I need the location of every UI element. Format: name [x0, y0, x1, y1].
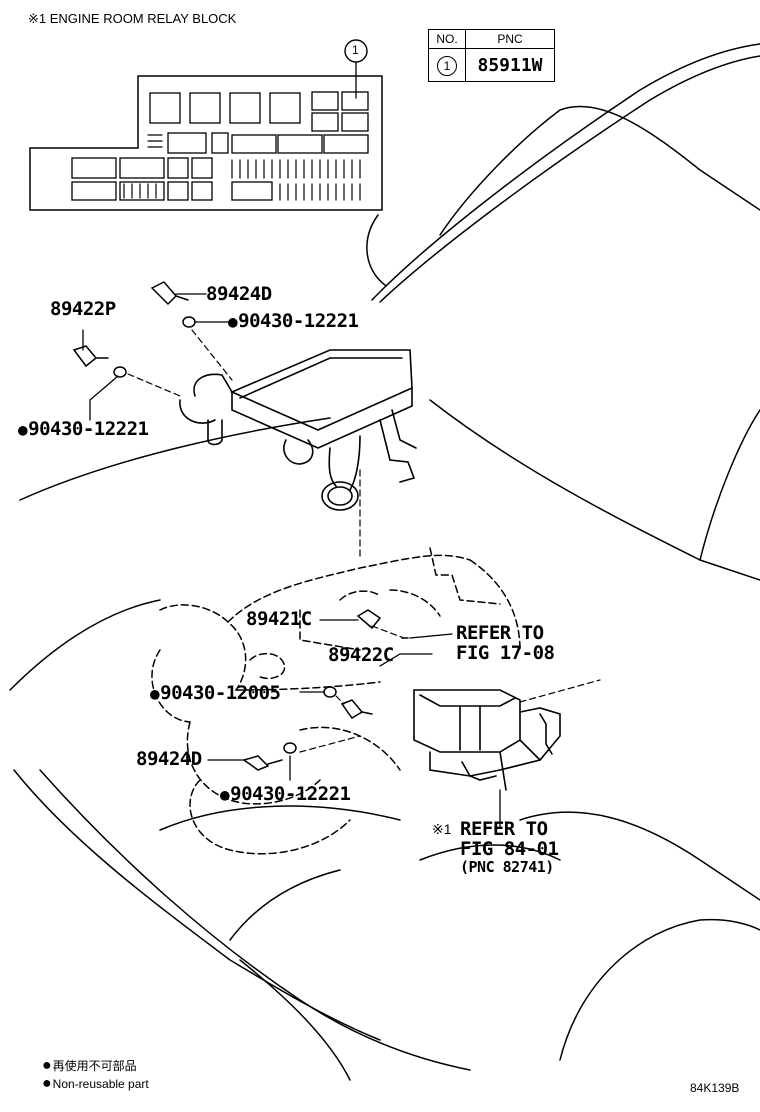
part-90430-12221-left[interactable]: 90430-12221 — [18, 420, 149, 439]
relay-block-slots — [71, 91, 369, 201]
relay-block-callout-number: 1 — [352, 43, 359, 57]
leader-lines — [82, 293, 501, 829]
refer-fig-84-01-line1[interactable]: REFER TO — [460, 818, 548, 840]
pnc-row-number-circle: 1 — [437, 56, 457, 76]
relay-block-bracket — [413, 689, 561, 791]
part-89424D-top[interactable]: 89424D — [206, 283, 272, 305]
part-90430-12221-lower[interactable]: 90430-12221 — [220, 785, 351, 804]
part-89424D-lower[interactable]: 89424D — [136, 748, 202, 770]
refer-note-mark: ※1 — [432, 821, 452, 837]
assembly-lines — [127, 329, 601, 753]
pnc-table-row-no: 1 — [428, 48, 466, 82]
part-89422C[interactable]: 89422C — [328, 644, 394, 666]
intake-manifold — [179, 349, 417, 511]
relay-block-outline — [29, 75, 383, 211]
part-89422P[interactable]: 89422P — [50, 298, 116, 320]
pnc-table-row-pnc[interactable]: 85911W — [465, 48, 555, 82]
figure-code: 84K139B — [690, 1081, 740, 1095]
refer-pnc-82741[interactable]: (PNC 82741) — [460, 858, 554, 876]
relay-block-title: ※1 ENGINE ROOM RELAY BLOCK — [28, 11, 237, 26]
part-89421C[interactable]: 89421C — [246, 608, 312, 630]
refer-fig-17-08-line2[interactable]: FIG 17-08 — [456, 642, 555, 664]
pnc-table: NO. PNC 1 85911W — [428, 29, 555, 82]
legend-nonreusable-en: Non-reusable part — [42, 1076, 149, 1092]
pnc-table-header-no: NO. — [428, 29, 466, 49]
part-90430-12221-top[interactable]: 90430-12221 — [228, 312, 359, 331]
refer-fig-17-08-line1[interactable]: REFER TO — [456, 622, 544, 644]
relay-block-fuses — [123, 134, 361, 201]
vehicle-body-outline — [9, 43, 760, 1081]
legend-nonreusable-jp: 再使用不可部品 — [42, 1058, 137, 1074]
pnc-table-header-pnc: PNC — [465, 29, 555, 49]
refer-fig-84-01-line2[interactable]: FIG 84-01 — [460, 838, 559, 860]
part-90430-12005[interactable]: 90430-12005 — [150, 684, 281, 703]
